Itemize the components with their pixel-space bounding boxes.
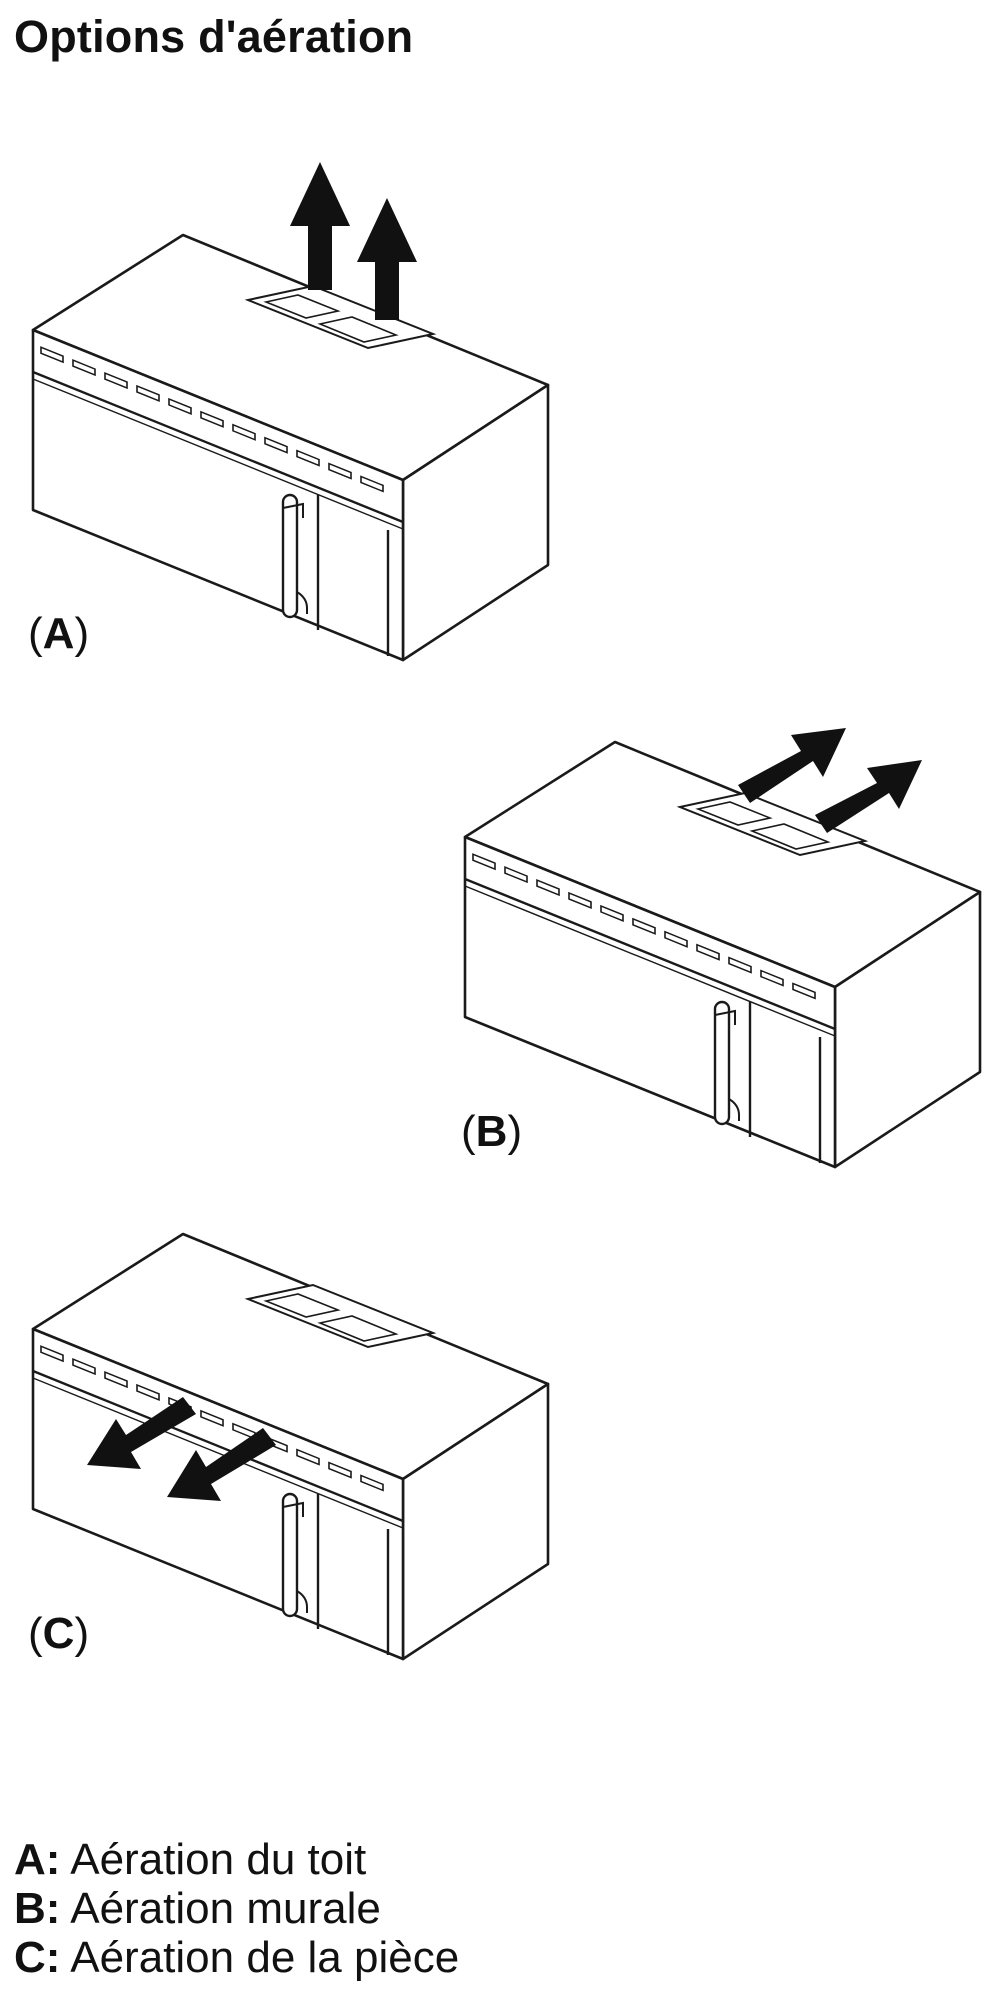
legend: A: Aération du toit B: Aération murale C… (14, 1835, 459, 1982)
legend-text: Aération de la pièce (70, 1933, 460, 1982)
panel-label-a: (A) (28, 609, 90, 658)
oven-a (31, 233, 550, 662)
legend-key: B: (14, 1884, 61, 1933)
legend-text: Aération du toit (70, 1835, 367, 1884)
oven-b (463, 740, 982, 1169)
legend-item-b: B: Aération murale (14, 1884, 459, 1933)
legend-item-c: C: Aération de la pièce (14, 1933, 459, 1982)
legend-key: A: (14, 1835, 61, 1884)
legend-key: C: (14, 1933, 61, 1982)
arrow-right-icon (738, 728, 922, 833)
arrow-up-icon (290, 162, 417, 320)
panel-label-b: (B) (461, 1107, 523, 1156)
legend-text: Aération murale (70, 1884, 381, 1933)
arrow-left-icon (87, 1397, 276, 1501)
page-title: Options d'aération (14, 11, 414, 62)
panel-label-c: (C) (28, 1609, 90, 1658)
legend-item-a: A: Aération du toit (14, 1835, 459, 1884)
